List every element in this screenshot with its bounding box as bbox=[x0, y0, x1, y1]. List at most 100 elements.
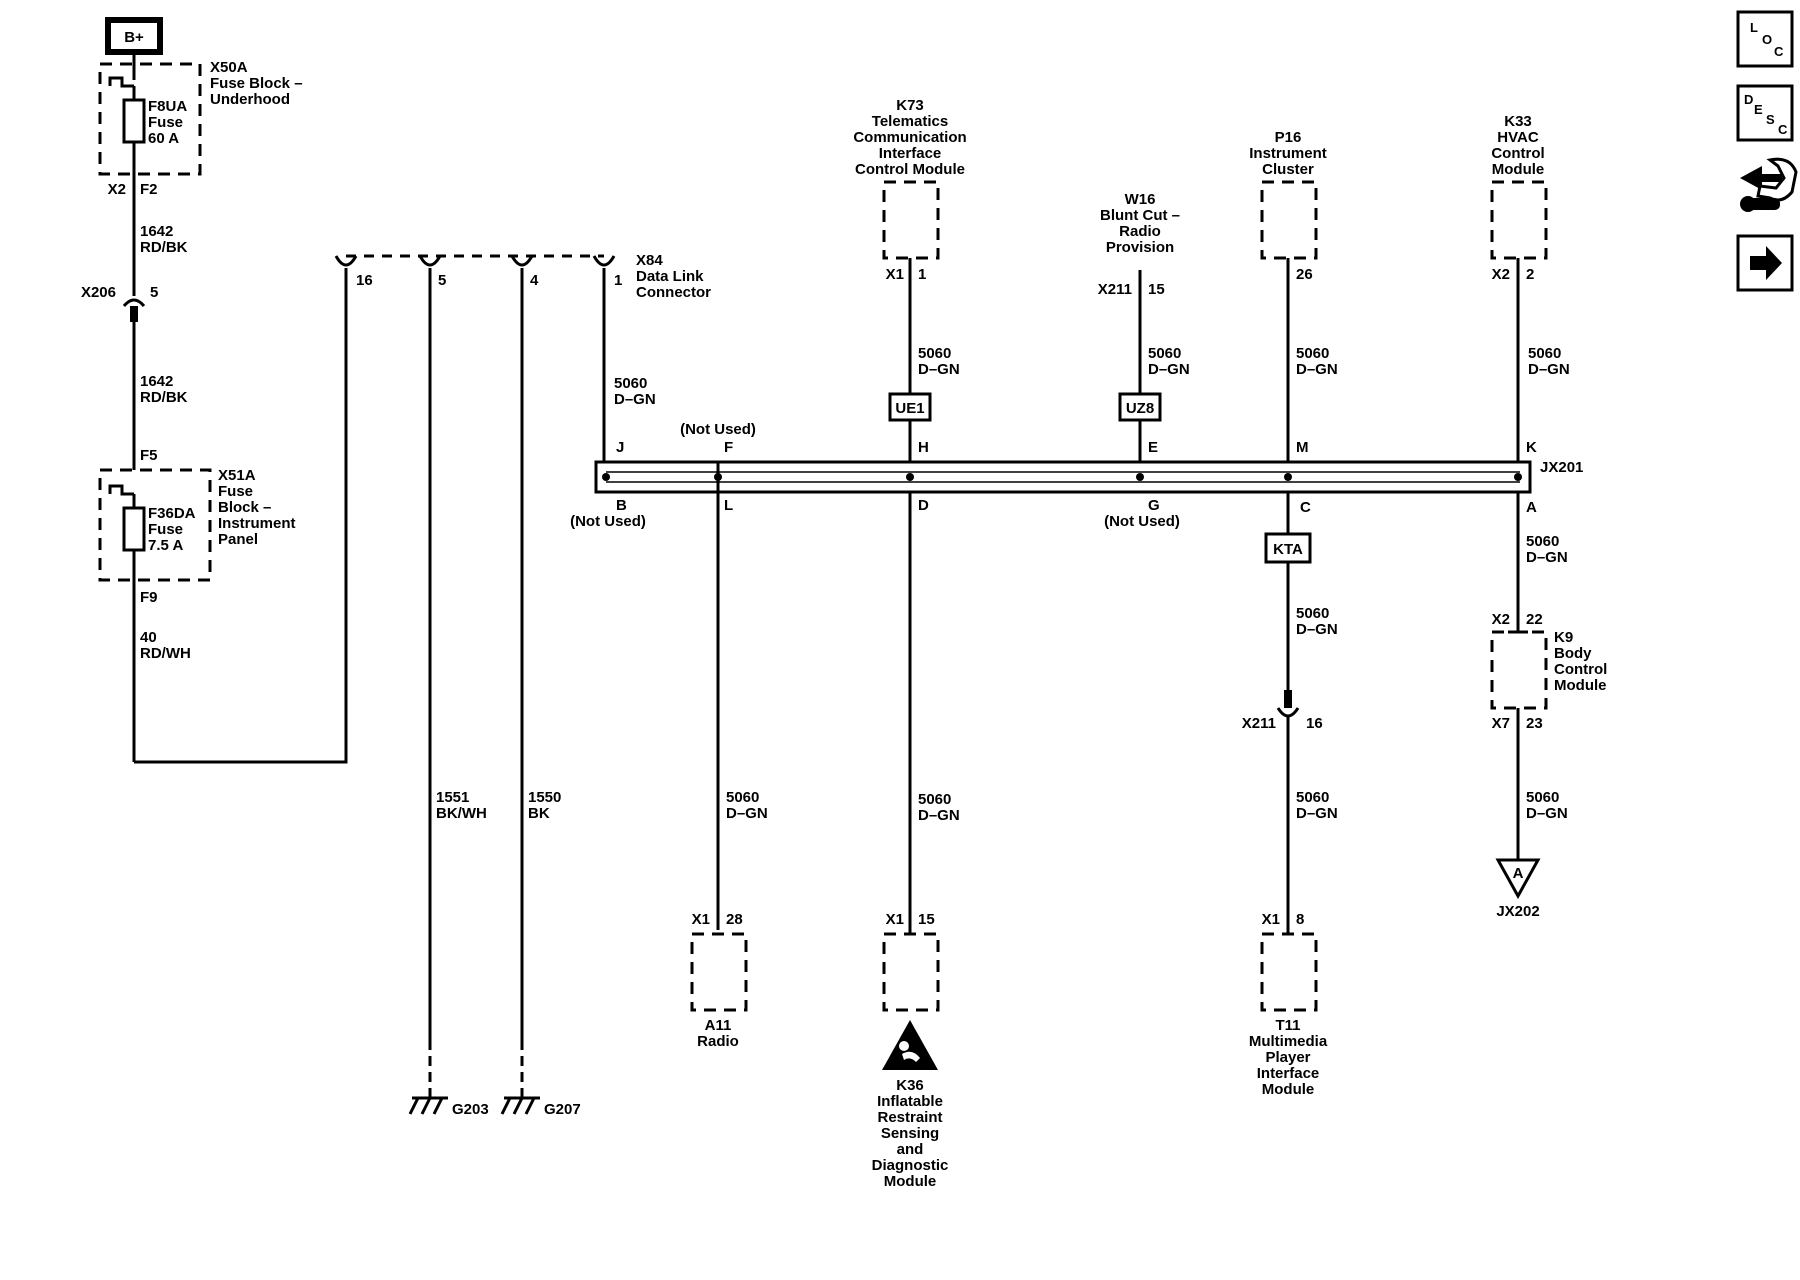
wire-1642-bottom-color: RD/BK bbox=[140, 389, 188, 406]
t11-conn: X1 bbox=[1262, 911, 1280, 928]
connector-tool-button[interactable] bbox=[1740, 157, 1798, 212]
a11-line1: Radio bbox=[697, 1033, 739, 1050]
kta-circuit: 5060 bbox=[1296, 605, 1329, 622]
ground-g203-label: G203 bbox=[452, 1101, 489, 1118]
x51a-line2: Block – bbox=[218, 499, 271, 516]
k36-line5: Diagnostic bbox=[872, 1157, 949, 1174]
w16-line1: Blunt Cut – bbox=[1100, 207, 1180, 224]
jx201-pin-e: E bbox=[1148, 439, 1158, 456]
dlc-wire-circuit: 5060 bbox=[614, 375, 647, 392]
jx201-not-used-f: (Not Used) bbox=[680, 421, 756, 438]
jx202-id: JX202 bbox=[1496, 903, 1539, 920]
wire-1550-color: BK bbox=[528, 805, 550, 822]
f36da-word: Fuse bbox=[148, 521, 183, 538]
kta-color: D–GN bbox=[1296, 621, 1338, 638]
jx202-arrow-label: A bbox=[1513, 865, 1524, 882]
k36-pin: 15 bbox=[918, 911, 935, 928]
p16-line2: Cluster bbox=[1262, 161, 1314, 178]
next-arrow-icon bbox=[1750, 246, 1782, 280]
f36da-fuse bbox=[122, 506, 146, 552]
p16-id: P16 bbox=[1275, 129, 1302, 146]
k9-conn-out: X7 bbox=[1492, 715, 1510, 732]
x84-pin-1: 1 bbox=[614, 272, 622, 289]
f8ua-fuse bbox=[122, 98, 146, 144]
k36-line2: Restraint bbox=[877, 1109, 942, 1126]
k33-conn: X2 bbox=[1492, 266, 1510, 283]
x206-pin: 5 bbox=[150, 284, 158, 301]
x51a-pin-in: F5 bbox=[140, 447, 158, 464]
k36-airbag-module: X1 15 K36 Inflatable Restraint Sensing a… bbox=[872, 911, 949, 1190]
k33-circuit: 5060 bbox=[1528, 345, 1561, 362]
k9-conn-in: X2 bbox=[1492, 611, 1510, 628]
x211-lower-conn: X211 bbox=[1242, 715, 1276, 732]
w16-color: D–GN bbox=[1148, 361, 1190, 378]
jx201-pin-a: A bbox=[1526, 499, 1537, 516]
k33-id: K33 bbox=[1504, 113, 1532, 130]
x211-inline-connector: X211 16 bbox=[1242, 690, 1323, 732]
wire-1551-circuit: 1551 bbox=[436, 789, 469, 806]
dlc-wire-color: D–GN bbox=[614, 391, 656, 408]
x51a-line1: Fuse bbox=[218, 483, 253, 500]
f8ua-rating: 60 A bbox=[148, 130, 179, 147]
connector-tool-icon bbox=[1740, 157, 1798, 212]
a11-id: A11 bbox=[705, 1017, 732, 1034]
w16-line3: Provision bbox=[1106, 239, 1174, 256]
w16-id: W16 bbox=[1125, 191, 1156, 208]
airbag-warning-icon bbox=[882, 1020, 938, 1070]
jx202-offpage-arrow: A JX202 bbox=[1495, 858, 1541, 920]
jx201-pin-b: B bbox=[616, 497, 627, 514]
x84-pin-4: 4 bbox=[530, 272, 539, 289]
jx201-pin-l: L bbox=[724, 497, 733, 514]
x211-lower-pin: 16 bbox=[1306, 715, 1323, 732]
loc-icon: L O C bbox=[1750, 20, 1784, 59]
ground-g203: G203 bbox=[408, 1090, 489, 1118]
jx201-pin-m: M bbox=[1296, 439, 1309, 456]
next-button[interactable] bbox=[1736, 234, 1794, 292]
k73-line1: Telematics bbox=[872, 113, 948, 130]
a11-conn: X1 bbox=[692, 911, 710, 928]
w16-conn: X211 bbox=[1098, 281, 1132, 298]
jx201-pin-f: F bbox=[724, 439, 733, 456]
k36-circuit: 5060 bbox=[918, 791, 951, 808]
w16-circuit: 5060 bbox=[1148, 345, 1181, 362]
wire-a-circuit: 5060 bbox=[1526, 533, 1559, 550]
t11-multimedia-module: X1 8 T11 Multimedia Player Interface Mod… bbox=[1249, 911, 1328, 1098]
jx201-not-used-g: (Not Used) bbox=[1104, 513, 1180, 530]
k73-telematics-module: K73 Telematics Communication Interface C… bbox=[853, 97, 966, 283]
wire-1642-bottom-circuit: 1642 bbox=[140, 373, 173, 390]
t11-line1: Multimedia bbox=[1249, 1033, 1328, 1050]
jx201-pin-c: C bbox=[1300, 499, 1311, 516]
loc-button[interactable]: L O C bbox=[1736, 10, 1794, 68]
desc-button[interactable]: D E S C bbox=[1736, 84, 1794, 142]
power-label: B+ bbox=[124, 29, 144, 46]
jx201-not-used-b: (Not Used) bbox=[570, 513, 646, 530]
x84-data-link-connector: 16 5 4 1 X84 Data Link Connector bbox=[334, 252, 711, 301]
jx201-pin-k: K bbox=[1526, 439, 1537, 456]
x50a-pin: F2 bbox=[140, 181, 158, 198]
jx201-splice-pack: JX201 J F (Not Used) H E M K B (Not Used… bbox=[570, 421, 1583, 530]
option-uz8-label: UZ8 bbox=[1126, 400, 1154, 417]
k33-color: D–GN bbox=[1528, 361, 1570, 378]
k36-color: D–GN bbox=[918, 807, 960, 824]
loc-c: C bbox=[1774, 44, 1784, 59]
loc-l: L bbox=[1750, 20, 1758, 35]
k73-color: D–GN bbox=[918, 361, 960, 378]
wire-1642-top-color: RD/BK bbox=[140, 239, 188, 256]
p16-circuit: 5060 bbox=[1296, 345, 1329, 362]
w16-line2: Radio bbox=[1119, 223, 1161, 240]
p16-instrument-cluster: P16 Instrument Cluster 26 bbox=[1249, 129, 1327, 283]
option-kta-label: KTA bbox=[1273, 541, 1303, 558]
jx201-id: JX201 bbox=[1540, 459, 1583, 476]
k36-line4: and bbox=[897, 1141, 924, 1158]
jx201-pin-g: G bbox=[1148, 497, 1160, 514]
k73-circuit: 5060 bbox=[918, 345, 951, 362]
k36-id: K36 bbox=[896, 1077, 924, 1094]
k9-color: D–GN bbox=[1526, 805, 1568, 822]
a11-color: D–GN bbox=[726, 805, 768, 822]
wire-1550-circuit: 1550 bbox=[528, 789, 561, 806]
k9-circuit: 5060 bbox=[1526, 789, 1559, 806]
k9-pin-in: 22 bbox=[1526, 611, 1543, 628]
x50a-line2: Underhood bbox=[210, 91, 290, 108]
a11-circuit: 5060 bbox=[726, 789, 759, 806]
